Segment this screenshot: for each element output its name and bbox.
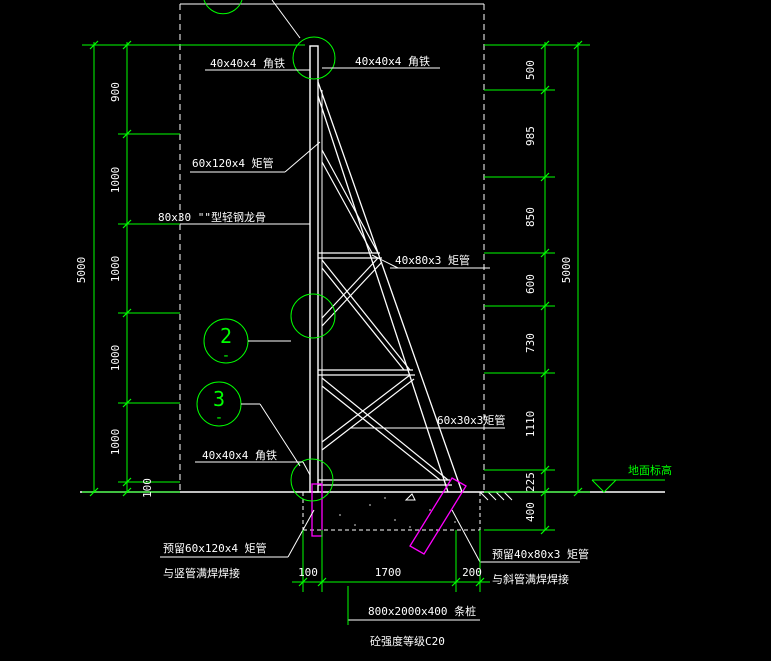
right-dim-total: 5000 <box>560 257 573 284</box>
right-dimension-lines <box>484 42 590 531</box>
label-angle-top-left: 40x40x4 角铁 <box>210 57 285 70</box>
diagonal-strut <box>317 81 463 493</box>
vertical-post <box>309 45 319 493</box>
bottom-dim-1700: 1700 <box>375 566 402 579</box>
x-bracing <box>321 149 449 481</box>
detail-3-number: 3 <box>213 387 225 411</box>
detail-2-dash: - <box>222 348 230 364</box>
bottom-dim-200: 200 <box>462 566 482 579</box>
label-rect-tube-60x30: 60x30x3矩管 <box>437 413 505 427</box>
label-embed-right-1: 预留40x80x3 矩管 <box>492 547 589 561</box>
right-dim-730: 730 <box>524 333 537 353</box>
right-dim-225: 225 <box>524 472 537 492</box>
left-dim-1000-d: 1000 <box>109 429 122 456</box>
foundation-outline <box>302 492 481 531</box>
right-dimension-ticks <box>540 40 583 535</box>
detail-3-dash: - <box>215 410 223 426</box>
detail-2-number: 2 <box>220 324 232 348</box>
label-foundation-1: 800x2000x400 条桩 <box>368 604 476 618</box>
left-dim-total: 5000 <box>75 257 88 284</box>
left-dim-1000-b: 1000 <box>109 256 122 283</box>
ground-hatch <box>479 491 513 501</box>
label-foundation-2: 砼强度等级C20 <box>370 634 445 648</box>
bottom-dim-100: 100 <box>298 566 318 579</box>
right-dim-1110: 1110 <box>524 411 537 438</box>
ground-level-marker <box>591 479 665 493</box>
label-leaders <box>118 67 580 621</box>
label-embed-left-2: 与竖管满焊焊接 <box>163 566 240 580</box>
left-dim-100: 100 <box>141 478 154 498</box>
left-dim-900: 900 <box>109 82 122 102</box>
left-dim-1000-c: 1000 <box>109 345 122 372</box>
horizontal-members <box>318 252 452 486</box>
right-dim-400: 400 <box>524 502 537 522</box>
bottom-dimension-ticks <box>298 577 485 587</box>
left-dimension-lines <box>82 42 305 493</box>
detail-circles <box>196 0 336 502</box>
label-angle-bottom: 40x40x4 角铁 <box>202 449 277 462</box>
label-angle-top-right: 40x40x4 角铁 <box>355 55 430 68</box>
label-embed-right-2: 与斜管满焊焊接 <box>492 572 569 586</box>
label-rect-tube-40x80: 40x80x3 矩管 <box>395 253 470 267</box>
label-embed-left-1: 预留60x120x4 矩管 <box>163 541 267 555</box>
right-dim-600: 600 <box>524 274 537 294</box>
label-keel-80x30: 80x30 ""型轻钢龙骨 <box>158 210 266 224</box>
right-dim-985: 985 <box>524 126 537 146</box>
embed-pipes <box>311 477 467 555</box>
panel-outline <box>179 3 485 492</box>
detail-leaders <box>241 0 301 467</box>
right-dim-850: 850 <box>524 207 537 227</box>
left-dimension-ticks <box>89 40 132 497</box>
label-rect-tube-60x120: 60x120x4 矩管 <box>192 156 274 170</box>
foundation-hatch <box>339 497 456 528</box>
right-dim-500: 500 <box>524 60 537 80</box>
foundation-mark <box>404 493 416 501</box>
ground-level-label: 地面标高 <box>628 463 672 477</box>
left-dim-1000-a: 1000 <box>109 167 122 194</box>
